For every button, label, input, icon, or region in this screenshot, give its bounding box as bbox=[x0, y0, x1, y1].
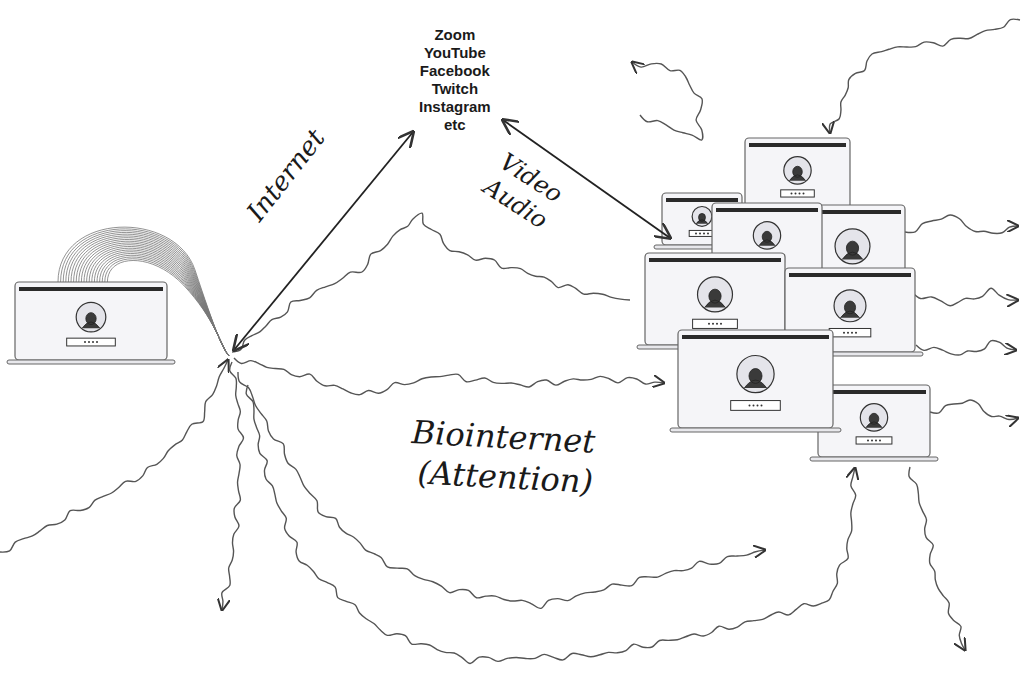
laptop-base bbox=[670, 428, 841, 432]
field-dot bbox=[703, 232, 705, 234]
bio-line bbox=[912, 288, 1018, 306]
field-dot bbox=[720, 323, 722, 325]
title-bar bbox=[716, 208, 818, 212]
bio-line bbox=[830, 19, 1020, 133]
laptop-screen bbox=[745, 138, 850, 210]
bio-line bbox=[909, 467, 965, 650]
laptop-screen bbox=[15, 282, 167, 360]
field-dot bbox=[707, 232, 709, 234]
field-dot bbox=[712, 323, 714, 325]
handwritten-label: Internet bbox=[238, 120, 334, 230]
name-field bbox=[829, 328, 871, 336]
laptop bbox=[7, 282, 175, 364]
avatar-figure bbox=[744, 369, 766, 389]
name-field bbox=[67, 338, 116, 346]
bio-line bbox=[0, 360, 228, 552]
avatar-figure bbox=[759, 231, 775, 245]
name-field bbox=[856, 437, 892, 444]
avatar-figure bbox=[840, 301, 859, 318]
avatar-figure bbox=[82, 313, 100, 329]
laptop-screen bbox=[818, 385, 930, 457]
title-bar bbox=[789, 273, 911, 277]
avatar-figure bbox=[866, 413, 882, 427]
biointernet-lines bbox=[0, 19, 1020, 663]
field-dot bbox=[875, 439, 877, 441]
bio-line bbox=[632, 62, 703, 140]
avatar bbox=[860, 404, 887, 431]
bio-line bbox=[930, 400, 1018, 420]
field-dot bbox=[795, 192, 797, 194]
avatar bbox=[835, 229, 870, 264]
field-dot bbox=[96, 341, 98, 343]
field-dot bbox=[867, 439, 869, 441]
field-dot bbox=[855, 332, 857, 334]
field-dot bbox=[88, 341, 90, 343]
avatar-figure bbox=[696, 213, 708, 223]
title-bar bbox=[749, 143, 846, 147]
avatar bbox=[698, 277, 733, 312]
bio-line bbox=[234, 358, 664, 395]
field-dot bbox=[708, 323, 710, 325]
avatar bbox=[753, 222, 780, 249]
handwritten-label: Biointernet (Attention) bbox=[406, 412, 599, 502]
title-bar bbox=[682, 335, 829, 339]
field-dot bbox=[851, 332, 853, 334]
field-dot bbox=[716, 323, 718, 325]
field-dot bbox=[871, 439, 873, 441]
bio-line bbox=[916, 341, 1016, 356]
avatar-figure bbox=[705, 289, 726, 307]
field-dot bbox=[791, 192, 793, 194]
field-dot bbox=[695, 232, 697, 234]
bio-line bbox=[232, 213, 630, 352]
field-dot bbox=[879, 439, 881, 441]
avatar bbox=[76, 302, 106, 332]
laptop bbox=[670, 330, 841, 432]
field-dot bbox=[84, 341, 86, 343]
title-bar bbox=[822, 390, 926, 394]
bio-line bbox=[222, 362, 244, 610]
field-dot bbox=[757, 404, 759, 406]
name-field bbox=[781, 190, 815, 197]
field-dot bbox=[699, 232, 701, 234]
field-dot bbox=[843, 332, 845, 334]
field-dot bbox=[803, 192, 805, 194]
name-field bbox=[731, 401, 781, 411]
avatar-figure bbox=[842, 241, 863, 259]
avatar bbox=[692, 207, 712, 227]
bio-line bbox=[905, 215, 1018, 234]
field-dot bbox=[847, 332, 849, 334]
laptops bbox=[7, 138, 938, 461]
laptop-screen bbox=[678, 330, 833, 428]
platform-list: Zoom YouTube Facebook Twitch Instagram e… bbox=[419, 26, 491, 134]
field-dot bbox=[92, 341, 94, 343]
name-field bbox=[693, 319, 738, 328]
title-bar bbox=[19, 287, 163, 291]
laptop-base bbox=[7, 360, 175, 364]
avatar-figure bbox=[789, 166, 805, 180]
avatar bbox=[737, 355, 774, 392]
field-dot bbox=[799, 192, 801, 194]
field-dot bbox=[761, 404, 763, 406]
title-bar bbox=[649, 258, 781, 262]
laptop-base bbox=[810, 457, 938, 461]
field-dot bbox=[753, 404, 755, 406]
avatar bbox=[784, 157, 811, 184]
internet-arrow bbox=[234, 132, 413, 350]
avatar bbox=[834, 290, 866, 322]
title-bar bbox=[666, 198, 738, 202]
field-dot bbox=[749, 404, 751, 406]
name-field bbox=[689, 230, 715, 236]
